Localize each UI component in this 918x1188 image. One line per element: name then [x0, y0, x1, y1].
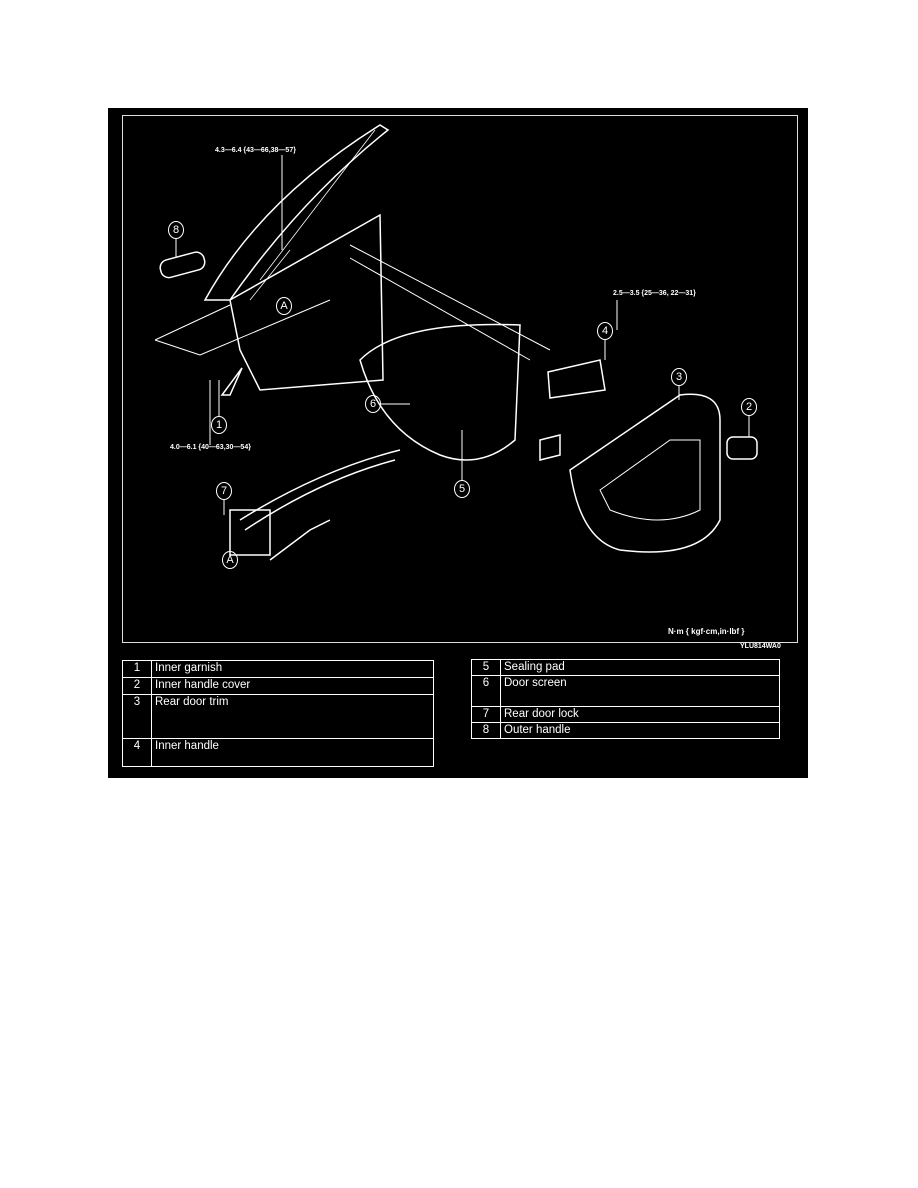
part-number: 4 [122, 738, 152, 767]
part-number: 3 [122, 694, 152, 739]
callout-a-door: A [276, 297, 292, 315]
callout-2: 2 [741, 398, 757, 416]
part-name: Rear door trim [151, 694, 434, 739]
callout-1: 1 [211, 416, 227, 434]
part-name: Outer handle [500, 722, 780, 739]
callout-6: 6 [365, 395, 381, 413]
torque-label-left: 4.0—6.1 {40—63,30—54} [170, 444, 251, 451]
part-number: 7 [471, 706, 501, 723]
part-number: 2 [122, 677, 152, 695]
figure-code: YLU814WA0 [740, 643, 781, 650]
part-number: 6 [471, 675, 501, 707]
part-name: Door screen [500, 675, 780, 707]
part-number: 8 [471, 722, 501, 739]
part-name: Sealing pad [500, 659, 780, 676]
diagram-frame [122, 115, 798, 643]
units-label: N·m { kgf·cm,in·lbf } [668, 627, 745, 636]
callout-5: 5 [454, 480, 470, 498]
callout-3: 3 [671, 368, 687, 386]
callout-8: 8 [168, 221, 184, 239]
callout-7: 7 [216, 482, 232, 500]
part-name: Rear door lock [500, 706, 780, 723]
part-number: 5 [471, 659, 501, 676]
torque-label-right: 2.5—3.5 {25—36, 22—31} [613, 290, 696, 297]
part-name: Inner garnish [151, 660, 434, 678]
callout-4: 4 [597, 322, 613, 340]
callout-a-lock: A [222, 551, 238, 569]
part-name: Inner handle [151, 738, 434, 767]
part-number: 1 [122, 660, 152, 678]
part-name: Inner handle cover [151, 677, 434, 695]
torque-label-top: 4.3—6.4 {43—66,38—57} [215, 147, 296, 154]
